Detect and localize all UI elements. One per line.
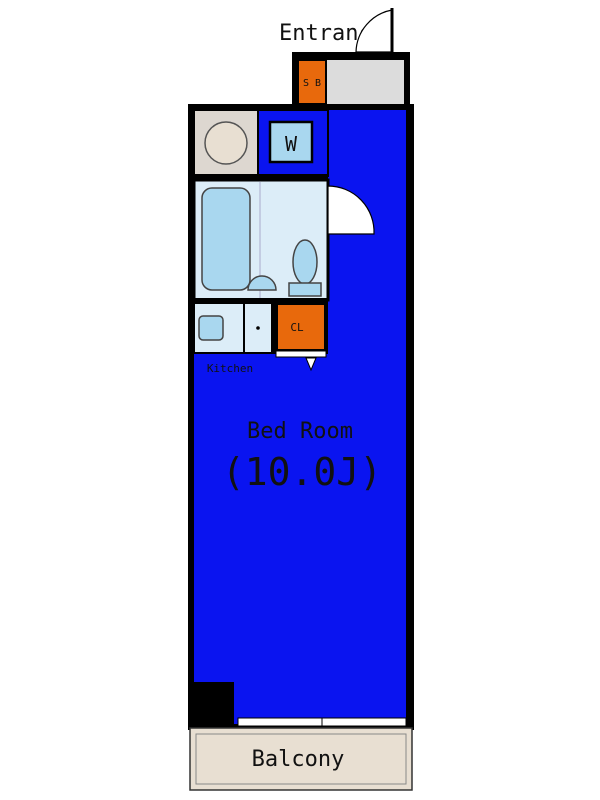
shoe-box-label: S B [303,78,321,89]
round-sink-icon [204,121,248,165]
washer-label: W [285,132,298,156]
washer-icon [268,120,314,164]
pillar [194,682,234,724]
balcony [189,727,413,791]
closet-arrow-icon [305,357,317,372]
bedroom-size: (10.0J) [222,450,382,494]
stove-burner-icon [256,326,260,330]
balcony-rail [195,733,407,785]
washbasin-icon [247,275,277,291]
bathroom-door-icon [327,185,375,235]
balcony-label: Balcony [252,747,345,772]
kitchen-label: Kitchen [207,362,253,375]
entrance-door-icon [355,9,393,53]
closet [278,305,324,349]
toilet-icon [292,239,318,285]
closet-door [275,350,327,358]
wall-segment [194,174,328,180]
bedroom-floor [194,110,406,724]
wall-segment-2 [194,298,328,303]
genkan-floor [326,60,404,104]
closet-label: CL [290,321,304,334]
kitchen-sink-icon [198,315,224,341]
bathtub-icon [201,187,251,291]
toilet-tank-icon [288,282,322,297]
bedroom-name: Bed Room [247,419,353,444]
